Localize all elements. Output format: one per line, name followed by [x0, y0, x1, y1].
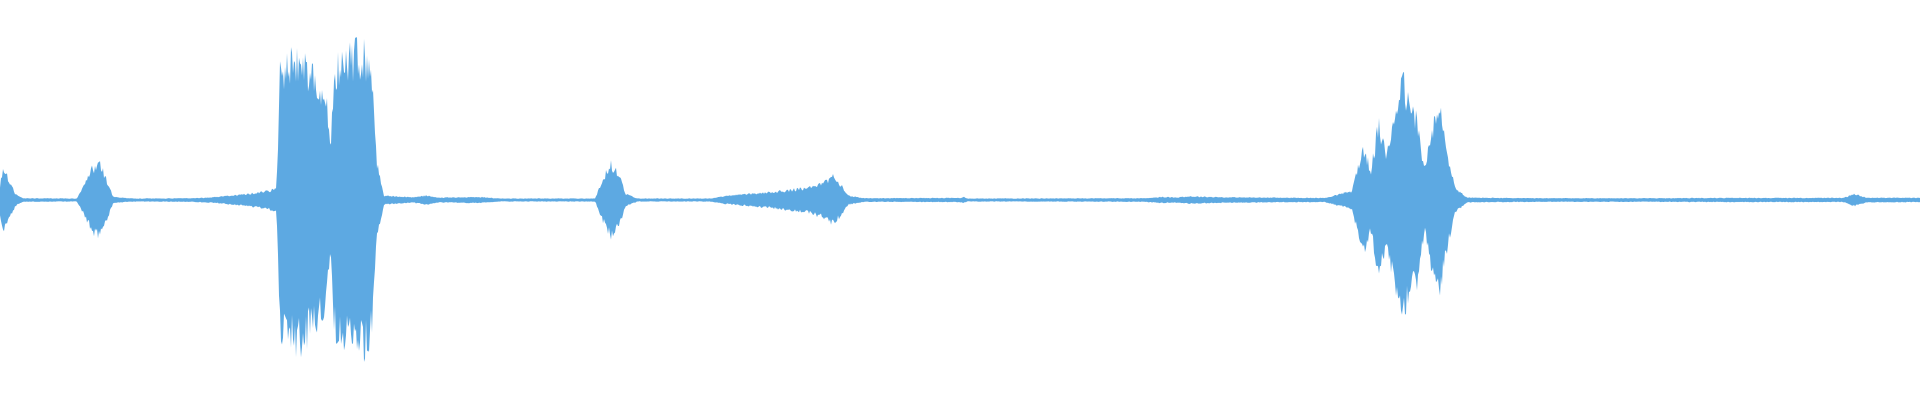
waveform — [0, 37, 1920, 362]
audio-waveform-display — [0, 37, 1920, 362]
